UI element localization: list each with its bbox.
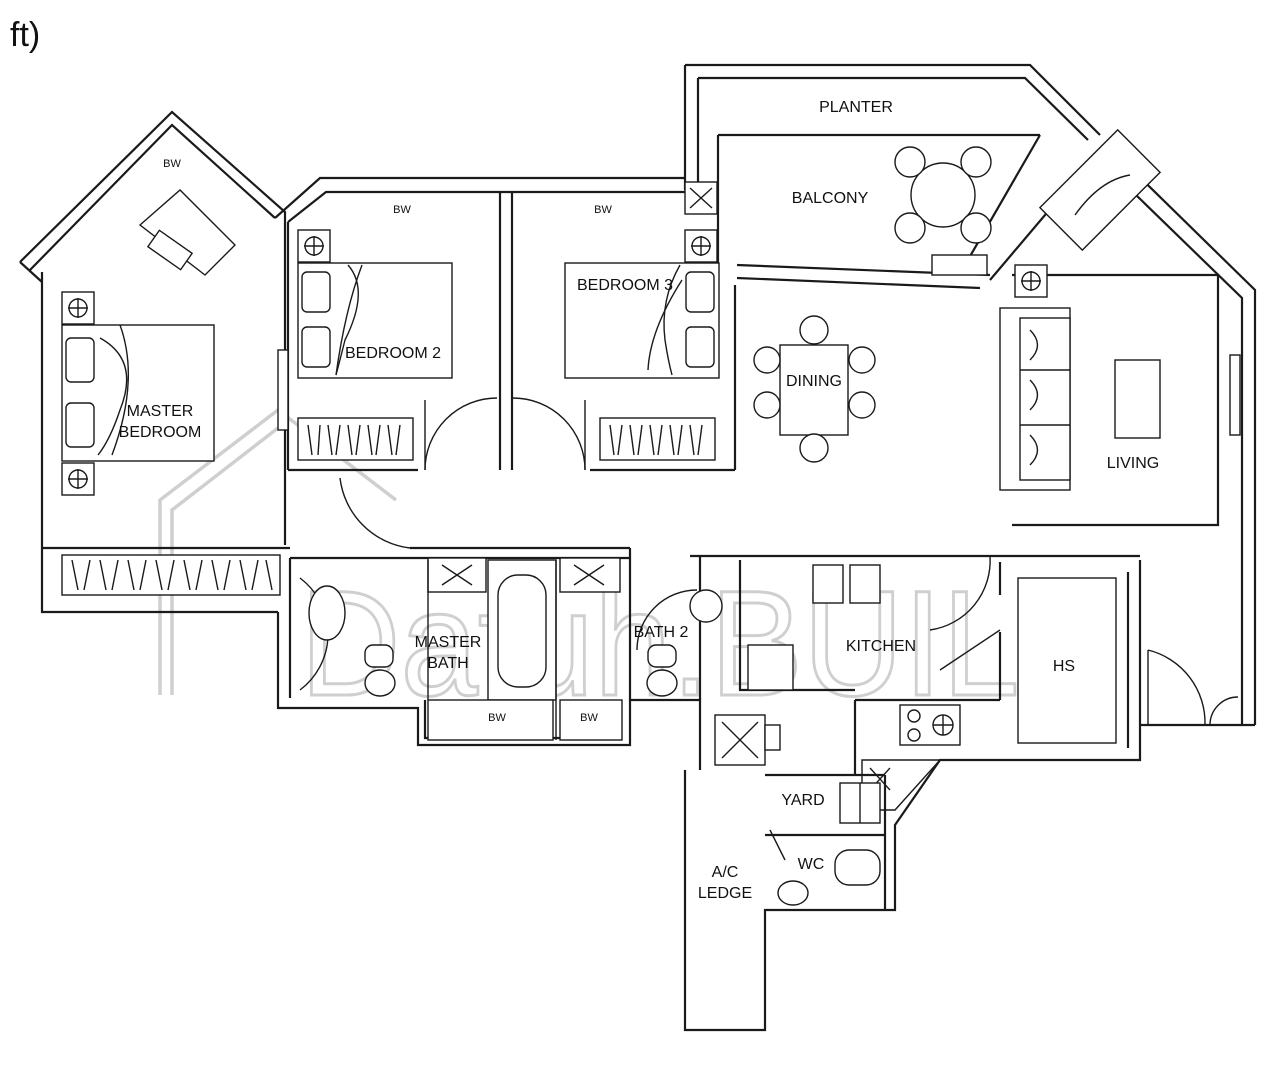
bedroom2-furniture (297, 229, 453, 461)
room-labels: PLANTER BALCONY BEDROOM 2 BEDROOM 3 MAST… (119, 99, 1160, 902)
label-master-line1: MASTER (127, 403, 194, 420)
label-ac-line1: A/C (712, 864, 739, 881)
label-dining: DINING (786, 373, 842, 390)
wardrobe-labels: BW BW BW BW BW (163, 158, 612, 724)
label-bw-bath2: BW (580, 712, 598, 724)
label-bw-bath1: BW (488, 712, 506, 724)
label-bw-master: BW (163, 158, 181, 170)
label-bedroom2: BEDROOM 2 (345, 345, 441, 362)
yard-wc-fixtures (714, 714, 881, 906)
wc-toilet (834, 849, 881, 886)
coffee-table (1114, 359, 1161, 439)
label-master-bath-line1: MASTER (415, 634, 482, 651)
bedroom3-furniture (564, 181, 720, 461)
label-master-bath-line2: BATH (427, 655, 468, 672)
hs-room (1017, 577, 1117, 744)
door-swings (299, 397, 1239, 861)
living-furniture (999, 264, 1241, 491)
balcony-furniture (894, 128, 1162, 276)
label-bedroom3: BEDROOM 3 (577, 277, 673, 294)
label-balcony: BALCONY (792, 190, 869, 207)
label-kitchen: KITCHEN (846, 638, 916, 655)
header-text: ft) (10, 16, 40, 54)
label-planter: PLANTER (819, 99, 893, 116)
dining-table (779, 344, 849, 436)
label-hs: HS (1053, 658, 1075, 675)
label-bw-bed2: BW (393, 204, 411, 216)
master-bedroom-furniture (61, 189, 289, 596)
dining-furniture (753, 315, 876, 463)
label-ac-line2: LEDGE (698, 885, 752, 902)
label-bw-bed3: BW (594, 204, 612, 216)
kitchen-fixtures (747, 564, 1117, 811)
walls (19, 63, 1257, 1032)
label-living: LIVING (1107, 455, 1159, 472)
label-master-line2: BEDROOM (119, 424, 202, 441)
label-yard: YARD (781, 792, 824, 809)
bath-fixtures (308, 557, 723, 741)
balcony-table (910, 162, 976, 228)
label-bath2: BATH 2 (634, 624, 689, 641)
label-wc: WC (798, 856, 825, 873)
